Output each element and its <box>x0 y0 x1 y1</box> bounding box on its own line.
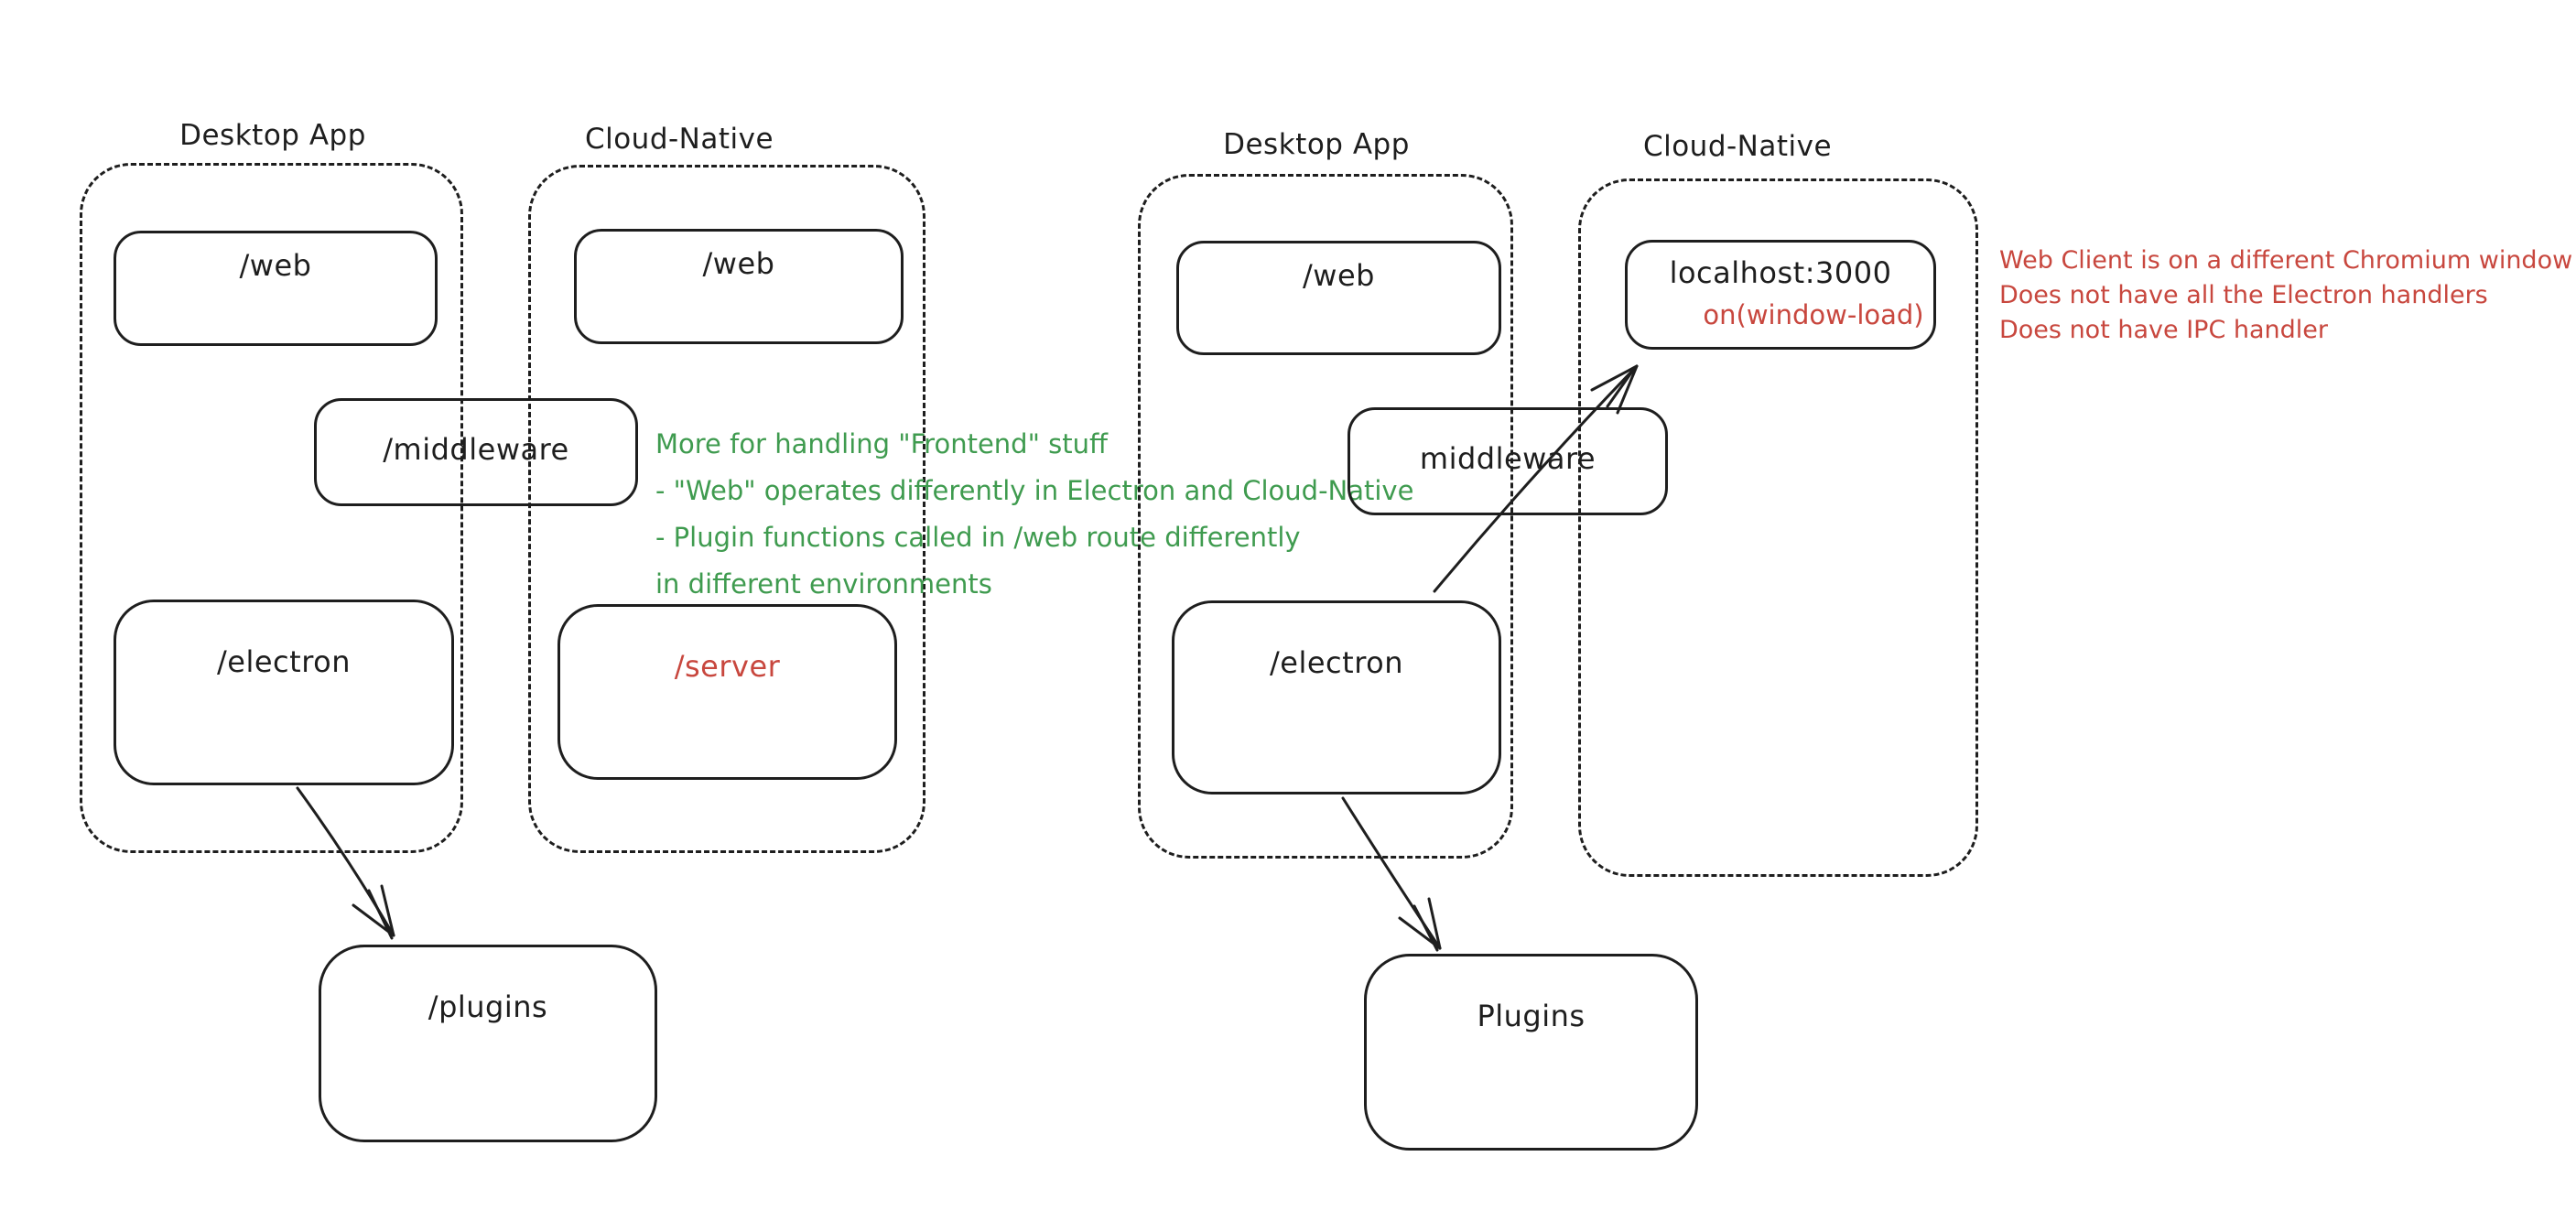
left-middleware-box: /middleware <box>314 398 638 506</box>
left-desktop-web-box: /web <box>114 231 438 346</box>
note-line: in different environments <box>655 568 992 600</box>
right-electron-box: /electron <box>1172 600 1501 794</box>
right-cloud-native-title: Cloud-Native <box>1642 130 1833 163</box>
right-plugins-label: Plugins <box>1477 999 1586 1033</box>
right-on-window-load-label: on(window-load) <box>1703 299 1924 330</box>
note-line: Does not have all the Electron handlers <box>1999 281 2488 309</box>
left-desktop-app-group <box>80 163 463 853</box>
right-localhost-label: localhost:3000 <box>1669 255 1892 290</box>
right-web-label: /web <box>1303 258 1375 293</box>
left-cloud-native-group <box>528 165 925 853</box>
note-line: More for handling "Frontend" stuff <box>655 428 1108 459</box>
left-cloud-native-title: Cloud-Native <box>584 123 774 156</box>
left-server-box: /server <box>557 604 897 780</box>
left-cloud-web-label: /web <box>702 246 775 281</box>
note-line: - Plugin functions called in /web route … <box>655 522 1301 553</box>
right-electron-label: /electron <box>1270 645 1403 680</box>
left-plugins-box: /plugins <box>319 945 657 1142</box>
note-line: Web Client is on a different Chromium wi… <box>1999 246 2573 275</box>
left-middleware-label: /middleware <box>383 432 569 467</box>
left-desktop-web-label: /web <box>239 248 312 283</box>
left-electron-box: /electron <box>114 600 454 785</box>
right-red-note: Web Client is on a different Chromium wi… <box>1999 243 2572 348</box>
left-cloud-web-box: /web <box>574 229 904 344</box>
left-server-label: /server <box>674 649 781 684</box>
right-middleware-label: middleware <box>1419 441 1596 476</box>
left-electron-label: /electron <box>217 644 351 679</box>
right-desktop-app-title: Desktop App <box>1223 128 1410 161</box>
right-localhost-box: localhost:3000 on(window-load) <box>1625 240 1936 350</box>
left-desktop-app-title: Desktop App <box>179 119 366 152</box>
note-line: - "Web" operates differently in Electron… <box>655 475 1414 506</box>
left-plugins-label: /plugins <box>428 989 548 1024</box>
right-middleware-box: middleware <box>1348 407 1668 515</box>
right-web-box: /web <box>1176 241 1501 355</box>
left-green-note: More for handling "Frontend" stuff - "We… <box>655 421 1413 608</box>
note-line: Does not have IPC handler <box>1999 316 2329 344</box>
right-plugins-box: Plugins <box>1364 954 1698 1151</box>
